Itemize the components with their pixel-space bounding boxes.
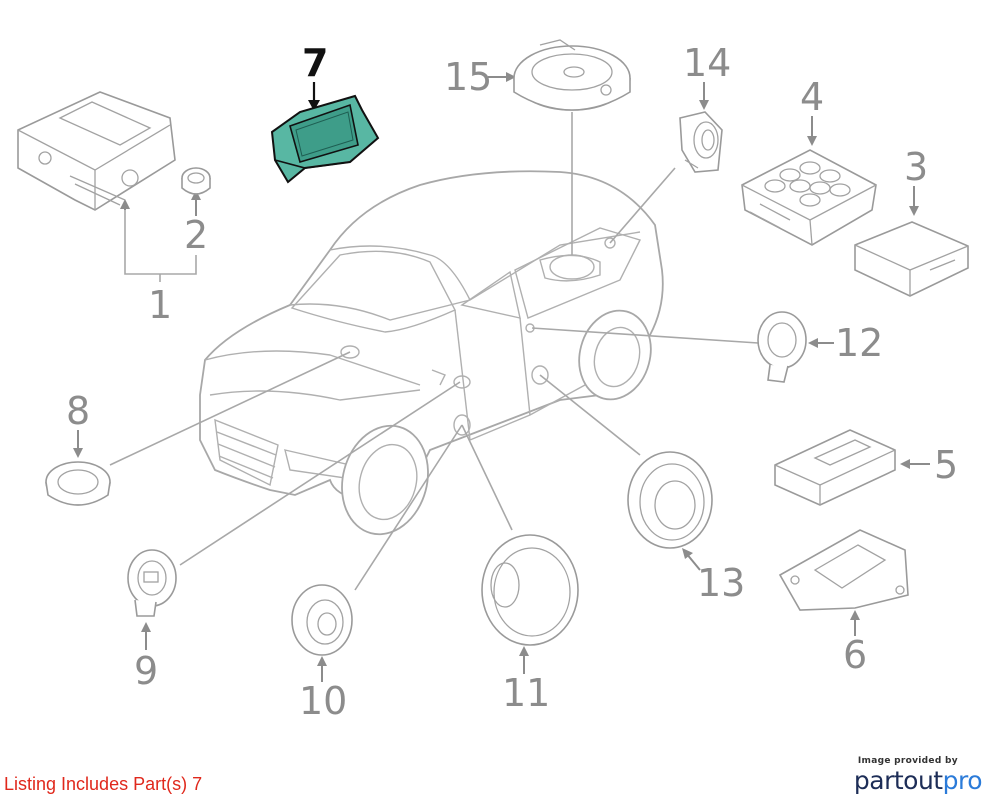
part-labels: 1 2 3 4 5 6 7 8 9 10 11 12 13 14 15 — [66, 41, 958, 723]
label-8: 8 — [66, 389, 90, 433]
brand-suffix: pro — [942, 766, 983, 795]
label-3: 3 — [904, 145, 928, 189]
brand-prefix: partout — [853, 766, 943, 795]
callout-arrow-7 — [308, 82, 320, 111]
part-14-tweeter[interactable] — [679, 111, 723, 173]
label-4: 4 — [800, 75, 824, 119]
label-6: 6 — [843, 633, 867, 677]
part-9-tweeter[interactable] — [127, 549, 177, 617]
part-12-speaker[interactable] — [757, 311, 807, 383]
label-15: 15 — [444, 55, 492, 99]
label-1: 1 — [148, 283, 172, 327]
brand-logo: partoutpro — [853, 766, 983, 796]
label-9: 9 — [134, 649, 158, 693]
part-1-radio-unit[interactable] — [17, 91, 176, 211]
part-8-dash-speaker[interactable] — [45, 461, 111, 506]
car-illustration — [199, 170, 664, 536]
part-2-knob[interactable] — [181, 167, 211, 195]
part-11-woofer[interactable] — [481, 534, 579, 646]
label-10: 10 — [299, 679, 347, 723]
label-2: 2 — [184, 213, 208, 257]
listing-note: Listing Includes Part(s) 7 — [4, 774, 203, 794]
part-4-control-module[interactable] — [741, 149, 877, 246]
label-11: 11 — [502, 671, 550, 715]
part-5-flat-module[interactable] — [774, 429, 896, 506]
label-13: 13 — [697, 561, 745, 605]
label-7: 7 — [302, 41, 328, 85]
callout-arrows — [73, 72, 930, 682]
credit-provided-by: Image provided by — [857, 756, 958, 766]
image-credit: Image provided by partoutpro — [853, 756, 983, 796]
part-10-midrange-speaker[interactable] — [291, 584, 353, 656]
part-13-door-speaker[interactable] — [627, 451, 713, 549]
part-7-display-screen[interactable] — [270, 94, 380, 184]
label-5: 5 — [934, 443, 958, 487]
part-15-subwoofer[interactable] — [513, 39, 631, 111]
label-14: 14 — [683, 41, 731, 85]
leader-lines — [109, 112, 759, 591]
label-12: 12 — [835, 321, 883, 365]
part-6-bracket[interactable] — [778, 529, 909, 611]
part-3-box-module[interactable] — [854, 221, 969, 297]
